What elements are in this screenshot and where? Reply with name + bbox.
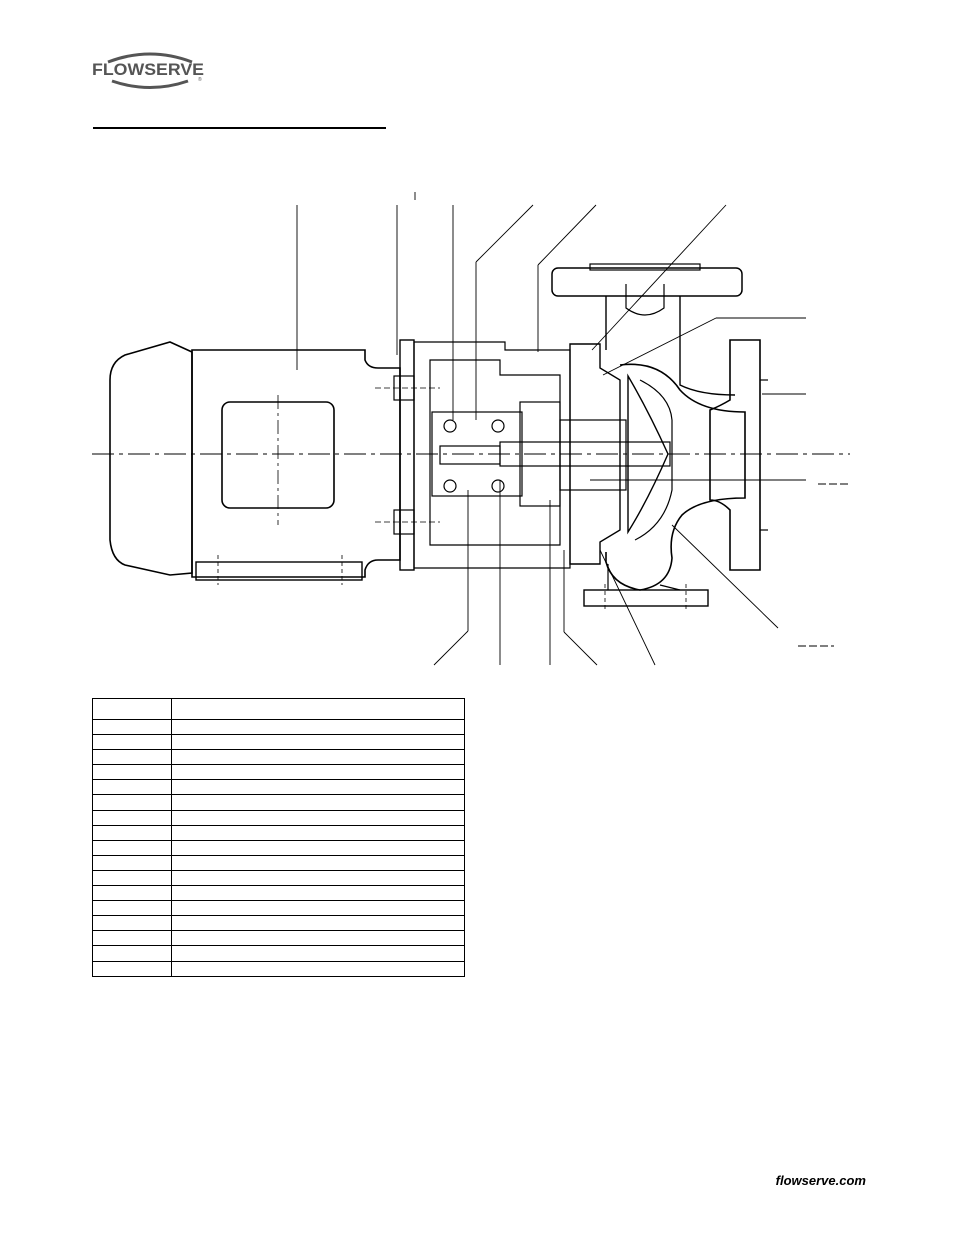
table-cell bbox=[171, 854, 465, 871]
coupling-clamp bbox=[439, 445, 501, 465]
table-cell bbox=[171, 869, 465, 887]
logo-registered-mark: ® bbox=[198, 76, 202, 83]
table-cell bbox=[92, 824, 172, 841]
table-row bbox=[92, 809, 465, 826]
table-cell bbox=[92, 839, 172, 856]
table-cell bbox=[171, 885, 465, 902]
table-cell bbox=[92, 718, 172, 736]
table-cell bbox=[171, 749, 465, 766]
table-cell bbox=[171, 900, 465, 917]
table-cell bbox=[92, 930, 172, 947]
table-cell bbox=[171, 734, 465, 751]
table-cell bbox=[92, 698, 172, 720]
seal-housing bbox=[559, 419, 627, 491]
table-row bbox=[92, 960, 465, 977]
logo-text: FLOWSERVE bbox=[92, 60, 204, 79]
coupling-body bbox=[431, 411, 523, 497]
coupling-screw bbox=[443, 479, 457, 493]
discharge-flange-top bbox=[589, 263, 701, 271]
suction-flange bbox=[709, 339, 761, 571]
table-row bbox=[92, 749, 465, 766]
motor-foot bbox=[195, 561, 363, 581]
coupling-screw bbox=[443, 419, 457, 433]
table-row bbox=[92, 779, 465, 796]
casing-foot bbox=[583, 589, 709, 607]
discharge-neck bbox=[605, 296, 736, 396]
motor-body bbox=[191, 349, 401, 578]
motor-flange bbox=[399, 339, 415, 571]
flowserve-logo: FLOWSERVE ® bbox=[92, 52, 204, 89]
coupling-screw bbox=[491, 419, 505, 433]
logo-arc-top bbox=[107, 52, 193, 64]
adaptor-inner bbox=[429, 359, 561, 546]
table-row bbox=[92, 839, 465, 856]
table-cell bbox=[171, 915, 465, 932]
table-cell bbox=[171, 839, 465, 856]
table-cell bbox=[92, 945, 172, 962]
leader-lines-right bbox=[590, 479, 850, 647]
table-row bbox=[92, 764, 465, 781]
impeller bbox=[627, 373, 669, 535]
table-row bbox=[92, 900, 465, 917]
leader-lines-top bbox=[296, 192, 806, 420]
discharge-bore bbox=[625, 284, 665, 316]
volute-casing bbox=[605, 363, 746, 591]
table-cell bbox=[92, 794, 172, 811]
table-row bbox=[92, 718, 465, 736]
table-header-row bbox=[92, 698, 465, 720]
table-cell bbox=[92, 809, 172, 826]
discharge-flange bbox=[551, 267, 743, 297]
casing-foot-web bbox=[607, 564, 681, 591]
logo-arc-bottom bbox=[111, 79, 189, 89]
table-row bbox=[92, 824, 465, 841]
table-row bbox=[92, 885, 465, 902]
table-cell bbox=[92, 779, 172, 796]
leader-lines-bottom bbox=[433, 480, 656, 666]
table-cell bbox=[171, 945, 465, 962]
table-row bbox=[92, 915, 465, 932]
table-cell bbox=[92, 885, 172, 902]
footer-url: flowserve.com bbox=[775, 1173, 866, 1188]
table-cell bbox=[92, 854, 172, 871]
table-row bbox=[92, 854, 465, 871]
table-row bbox=[92, 734, 465, 751]
table-cell bbox=[92, 869, 172, 887]
table-cell bbox=[92, 734, 172, 751]
table-cell bbox=[171, 764, 465, 781]
table-cell bbox=[92, 900, 172, 917]
heading-rule bbox=[93, 127, 386, 129]
casing-cover bbox=[569, 343, 621, 565]
table-cell bbox=[92, 960, 172, 977]
table-cell bbox=[171, 930, 465, 947]
parts-list-table bbox=[92, 698, 465, 977]
table-cell bbox=[171, 779, 465, 796]
pump-shaft bbox=[499, 441, 671, 467]
table-row bbox=[92, 869, 465, 887]
table-cell bbox=[171, 824, 465, 841]
table-cell bbox=[171, 809, 465, 826]
table-cell bbox=[171, 794, 465, 811]
table-cell bbox=[171, 960, 465, 977]
pump-sectional-drawing bbox=[92, 192, 850, 666]
table-cell bbox=[171, 718, 465, 736]
table-cell bbox=[92, 915, 172, 932]
table-cell bbox=[92, 764, 172, 781]
table-row bbox=[92, 945, 465, 962]
adaptor-outline bbox=[413, 341, 571, 569]
table-row bbox=[92, 794, 465, 811]
coupling-screw bbox=[491, 479, 505, 493]
volute-inner bbox=[634, 379, 673, 541]
motor-fan-cover bbox=[109, 341, 193, 576]
table-row bbox=[92, 930, 465, 947]
table-cell bbox=[171, 698, 465, 720]
table-cell bbox=[92, 749, 172, 766]
